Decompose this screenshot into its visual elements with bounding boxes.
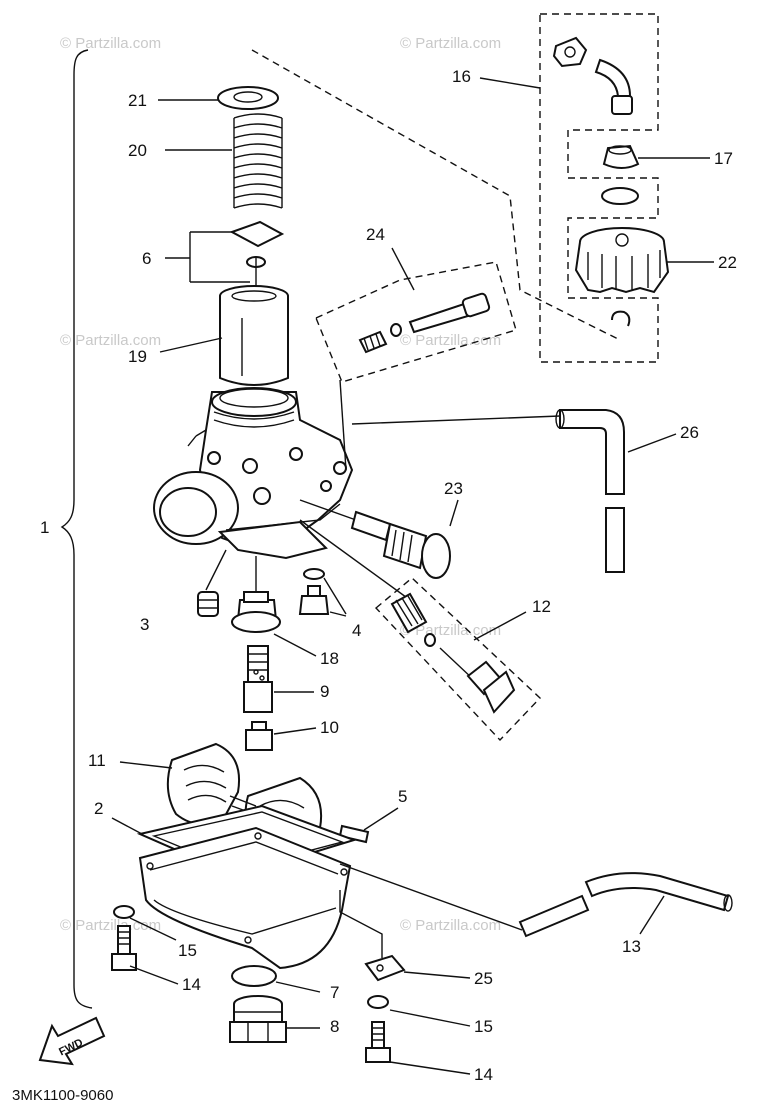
fwd-arrow-icon: FWD (38, 1016, 106, 1066)
watermark: © Partzilla.com (400, 35, 501, 52)
callout-21: 21 (128, 91, 147, 110)
part-17-cap (602, 144, 640, 169)
callout-14-left: 14 (182, 975, 201, 994)
part-17-washer (601, 187, 639, 205)
callout-6: 6 (142, 249, 151, 268)
part-4-washer (303, 568, 325, 580)
watermarks: © Partzilla.com © Partzilla.com © Partzi… (60, 35, 501, 934)
group-bracket (60, 49, 93, 1009)
watermark: © Partzilla.com (400, 917, 501, 934)
part-3-screw (197, 591, 219, 617)
callout-19: 19 (128, 347, 147, 366)
callout-15-right: 15 (474, 1017, 493, 1036)
part-18-needle-jet-holder (231, 591, 281, 633)
part-15-washer-right (367, 995, 389, 1009)
callout-17: 17 (714, 149, 733, 168)
callout-13: 13 (622, 937, 641, 956)
carburetor-body (153, 387, 354, 560)
callout-8: 8 (330, 1017, 339, 1036)
part-8-drain-plug (229, 995, 287, 1043)
part-22-mixing-chamber-cap (574, 227, 670, 294)
part-15-washer-left (113, 905, 135, 919)
part-26-vent-hose (555, 409, 625, 573)
callout-16: 16 (452, 67, 471, 86)
part-14-screw-right (365, 1021, 391, 1063)
part-14-screw-left (111, 925, 137, 971)
watermark: © Partzilla.com (400, 332, 501, 349)
callout-3: 3 (140, 615, 149, 634)
callout-2: 2 (94, 799, 103, 818)
watermark: © Partzilla.com (60, 35, 161, 52)
float-bowl (138, 826, 352, 970)
callout-24: 24 (366, 225, 385, 244)
group-box-16-17-22 (539, 13, 659, 363)
callout-18: 18 (320, 649, 339, 668)
callout-20: 20 (128, 141, 147, 160)
callout-23: 23 (444, 479, 463, 498)
part-10-main-jet (245, 721, 273, 751)
group-box-12 (374, 577, 541, 742)
callout-25: 25 (474, 969, 493, 988)
callout-11: 11 (88, 751, 106, 770)
part-19-throttle-valve (219, 285, 289, 386)
part-23-starter-plunger (350, 510, 451, 579)
callout-14-right: 14 (474, 1065, 493, 1084)
diagram-code: 3MK1100-9060 (12, 1087, 113, 1104)
part-13-overflow-hose (518, 872, 733, 938)
callout-7: 7 (330, 983, 339, 1002)
callout-5: 5 (398, 787, 407, 806)
callout-12: 12 (532, 597, 551, 616)
part-6-clip-plate (229, 220, 285, 248)
callout-1: 1 (40, 518, 49, 537)
callout-15-left: 15 (178, 941, 197, 960)
part-12-throttle-stop-screw (390, 592, 516, 714)
part-16-elbow-fitting (552, 36, 633, 115)
part-5-float-pin (338, 824, 370, 844)
callout-26: 26 (680, 423, 699, 442)
part-9-needle-jet (243, 645, 273, 713)
callout-10: 10 (320, 718, 339, 737)
part-25-bracket (364, 954, 406, 982)
part-4-jet (298, 585, 330, 615)
part-7-o-ring (231, 965, 277, 987)
callout-22: 22 (718, 253, 737, 272)
watermark: © Partzilla.com (400, 622, 501, 639)
part-21-washer (217, 86, 279, 110)
cap-clip (611, 310, 631, 327)
group-box-24 (315, 261, 517, 383)
part-20-spring (233, 113, 283, 209)
watermark: © Partzilla.com (60, 332, 161, 349)
callout-4: 4 (352, 621, 361, 640)
part-24-pilot-screw-set (358, 292, 491, 354)
callout-9: 9 (320, 682, 329, 701)
